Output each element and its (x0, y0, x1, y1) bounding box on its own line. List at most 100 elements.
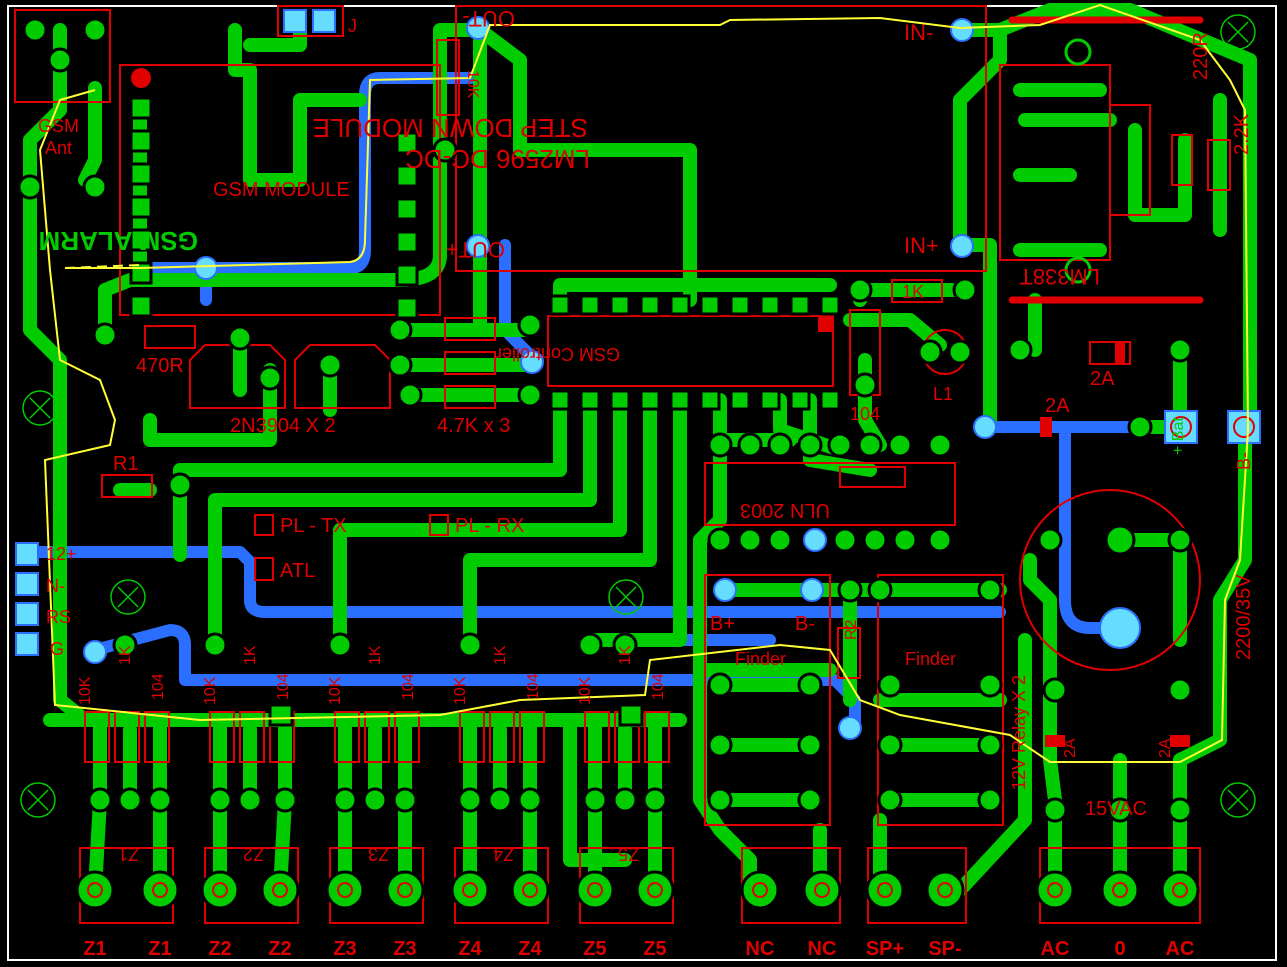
via (713, 578, 737, 602)
ic-pin-top (549, 294, 571, 316)
label-gsm-ant-1: GSM (38, 116, 79, 136)
gsm-header-pin (129, 96, 153, 120)
via (800, 578, 824, 602)
mount-hole-cross (27, 789, 49, 811)
terminal-pad (802, 870, 842, 910)
mount-hole (608, 579, 644, 615)
pad (577, 632, 603, 658)
r2-outline (837, 627, 861, 679)
r47k-2-outline (444, 351, 496, 375)
pad (977, 672, 1003, 698)
terminal-pad-ring (1172, 882, 1188, 898)
pad (1167, 337, 1193, 363)
label-lm338t: LM338T (1019, 264, 1100, 289)
label-atl: ATL (280, 560, 315, 582)
labels: STEP DOWN MODULE LM2596 DC-DC IN- IN+ OU… (38, 6, 1255, 820)
pad (797, 732, 823, 758)
terminal-pad-ring (152, 882, 168, 898)
pad (877, 732, 903, 758)
pad (612, 632, 638, 658)
pad (227, 325, 253, 351)
label-step-down: STEP DOWN MODULE (313, 113, 588, 143)
terminal-pad (200, 870, 240, 910)
zone-id-label: Z5 (618, 844, 639, 864)
label-bat: + Bat (1170, 417, 1187, 455)
pad (207, 787, 233, 813)
electrolytic-cap-outline (1019, 489, 1201, 671)
via (83, 640, 107, 664)
gsm-header-pin-right (395, 131, 419, 155)
ic-pin-top (759, 294, 781, 316)
pad (767, 432, 793, 458)
pad (1007, 337, 1033, 363)
pad (332, 787, 358, 813)
label-47k: 4.7K x 3 (437, 415, 510, 437)
ic-pin-bottom (789, 389, 811, 411)
r1-outline (101, 474, 153, 498)
pad (582, 787, 608, 813)
pad (1167, 527, 1193, 553)
pad (112, 632, 138, 658)
pad (1167, 677, 1193, 703)
pad (17, 174, 43, 200)
label-finder-1: Finder (735, 649, 786, 669)
jumper-pads (283, 9, 336, 33)
gsm-ant-outline (14, 9, 111, 103)
mount-hole-cross (29, 397, 51, 419)
lm338-outline (1109, 104, 1151, 216)
zone-r1k-label: 1K (367, 645, 384, 665)
terminal-pad (925, 870, 965, 910)
mount-hole-cross (1227, 789, 1249, 811)
pad (147, 787, 173, 813)
atl-box (254, 557, 274, 581)
terminal-label: Z3 (333, 938, 356, 960)
zone-r1k-label: 1K (492, 645, 509, 665)
mount-hole-cross (615, 586, 637, 608)
pad (1127, 414, 1153, 440)
pad (857, 432, 883, 458)
label-15vac: 15VAC (1085, 798, 1147, 820)
pin1-marker (131, 68, 151, 88)
pad (707, 432, 733, 458)
pad (952, 277, 978, 303)
label-fuse-left: 2A (1062, 738, 1079, 758)
pad (852, 372, 878, 398)
jumper-outline (277, 5, 344, 37)
terminal-pad (510, 870, 550, 910)
label-conn-12v: 12+ (46, 544, 77, 564)
label-220r: 220R (1190, 32, 1212, 80)
pad (892, 527, 918, 553)
terminal-pad-ring (87, 882, 103, 898)
r47k-3-outline (444, 385, 496, 409)
pad (797, 432, 823, 458)
pad (92, 322, 118, 348)
label-b-minus: B- (795, 613, 815, 635)
pad (272, 787, 298, 813)
cap-positive-pad (1104, 524, 1136, 556)
pad (612, 787, 638, 813)
highlight-dash (64, 264, 141, 269)
pad (707, 527, 733, 553)
pl-tx-box (254, 514, 274, 536)
ic-pin-top (699, 294, 721, 316)
terminal-pad-ring (587, 882, 603, 898)
terminal-pad (450, 870, 490, 910)
zone-r10k-label: 10K (327, 676, 344, 705)
gsm-header-pin-right (395, 263, 419, 287)
pad (1167, 797, 1193, 823)
label-jumper: J (348, 16, 357, 36)
ic-pin-top (819, 294, 841, 316)
relay-2-outline (877, 574, 1004, 826)
pad (517, 312, 543, 338)
pad (917, 339, 943, 365)
pad (317, 352, 343, 378)
pad (87, 787, 113, 813)
gsm-header-pin (129, 294, 153, 318)
zone-cap-label: 104 (275, 673, 292, 700)
terminal-pad (1160, 870, 1200, 910)
pad (22, 17, 48, 43)
mount-hole (1220, 782, 1256, 818)
ic-pin-bottom (759, 389, 781, 411)
terminal-label: Z3 (393, 938, 416, 960)
pad (927, 432, 953, 458)
